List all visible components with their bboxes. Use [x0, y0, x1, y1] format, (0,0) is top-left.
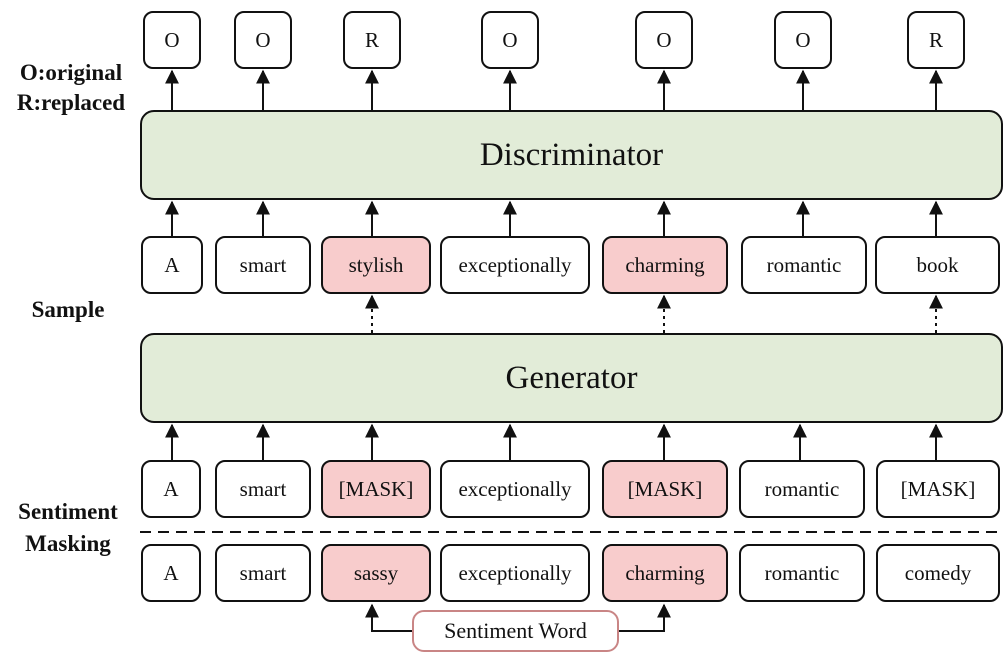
- masked-token-7: [MASK]: [876, 460, 1000, 518]
- sampled-token-3: stylish: [321, 236, 431, 294]
- arrow-sentiment-to-sassy: [365, 603, 412, 632]
- sampled-token-7: book: [875, 236, 1000, 294]
- original-token-4: exceptionally: [440, 544, 590, 602]
- output-box-6: O: [774, 11, 832, 69]
- original-token-2: smart: [215, 544, 311, 602]
- masked-token-4: exceptionally: [440, 460, 590, 518]
- masked-token-5: [MASK]: [602, 460, 728, 518]
- generator-block: Generator: [140, 333, 1003, 423]
- sampled-token-1: A: [141, 236, 203, 294]
- output-box-7: R: [907, 11, 965, 69]
- output-box-1: O: [143, 11, 201, 69]
- original-token-1: A: [141, 544, 201, 602]
- sampled-token-4: exceptionally: [440, 236, 590, 294]
- arrow-sentiment-to-charming: [619, 603, 671, 632]
- output-box-2: O: [234, 11, 292, 69]
- label-sample: Sample: [31, 297, 105, 322]
- label-masking: Masking: [25, 531, 111, 556]
- masked-token-3: [MASK]: [321, 460, 431, 518]
- original-token-5: charming: [602, 544, 728, 602]
- masked-token-2: smart: [215, 460, 311, 518]
- output-box-4: O: [481, 11, 539, 69]
- output-box-3: R: [343, 11, 401, 69]
- masked-token-1: A: [141, 460, 201, 518]
- discriminator-block: Discriminator: [140, 110, 1003, 200]
- sampled-token-2: smart: [215, 236, 311, 294]
- original-token-3: sassy: [321, 544, 431, 602]
- sentiment-word-box: Sentiment Word: [412, 610, 619, 652]
- label-sentiment: Sentiment: [18, 499, 118, 524]
- label-replaced: R:replaced: [16, 90, 126, 115]
- original-token-7: comedy: [876, 544, 1000, 602]
- sampled-token-6: romantic: [741, 236, 867, 294]
- original-token-6: romantic: [739, 544, 865, 602]
- output-box-5: O: [635, 11, 693, 69]
- masked-token-6: romantic: [739, 460, 865, 518]
- sampled-token-5: charming: [602, 236, 728, 294]
- label-original: O:original: [19, 60, 123, 85]
